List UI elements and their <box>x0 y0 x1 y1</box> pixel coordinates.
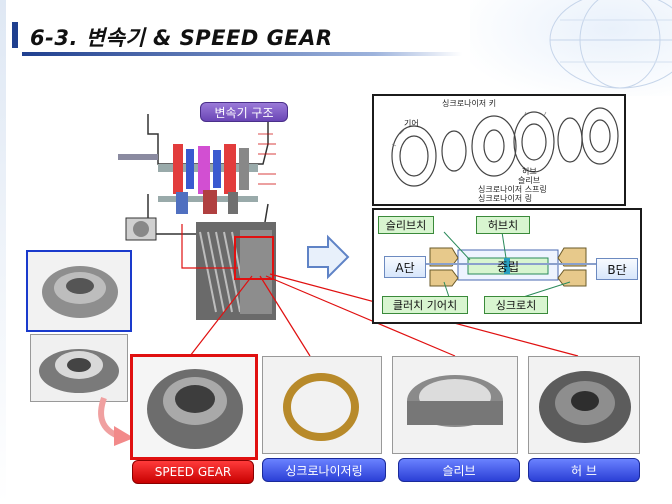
label-neutral: 중립 <box>496 259 520 274</box>
label-synchro-tooth: 싱크로치 <box>484 296 548 314</box>
hub-photo <box>528 356 640 454</box>
synchro-ring-label: 싱크로나이저링 <box>262 458 386 482</box>
label-hub: 허브 <box>522 167 537 176</box>
label-synchro-spring: 싱크로나이저 스프링 <box>478 185 547 194</box>
title-underline <box>22 52 462 56</box>
synchronizer-exploded-panel: 싱크로나이저 키 기어 허브 슬리브 싱크로나이저 스프링 싱크로나이저 링 <box>372 94 626 206</box>
synchronizer-schematic-drawing <box>410 231 604 301</box>
synchronizer-exploded-drawing <box>391 107 619 187</box>
hub-sleeve-photo <box>42 266 118 318</box>
label-gear: 기어 <box>404 119 419 128</box>
synchro-ring-photo <box>262 356 382 454</box>
label-sleeve: 슬리브 <box>518 176 541 185</box>
transmission-diagram <box>118 114 276 241</box>
page-title: 6-3. 변속기 & SPEED GEAR <box>30 26 333 50</box>
label-sleeve-tooth: 슬리브치 <box>378 216 434 234</box>
label-hub-tooth: 허브치 <box>476 216 530 234</box>
sleeve-photo <box>392 356 518 454</box>
gear-highlight-box <box>234 236 274 280</box>
speed-gear-label: SPEED GEAR <box>132 460 254 484</box>
right-arrow-icon <box>307 234 350 280</box>
synchronizer-schematic-panel: 슬리브치 허브치 A단 중립 B단 클러치 기어치 싱크로치 <box>372 208 642 324</box>
globe-decoration <box>470 0 672 96</box>
title-accent-bar <box>12 22 18 48</box>
left-decor-strip <box>0 0 6 504</box>
label-a-gear: A단 <box>384 256 426 278</box>
hub-label: 허 브 <box>528 458 640 482</box>
speed-gear-photo <box>147 369 243 449</box>
gear-assembly-photo <box>30 334 128 402</box>
sleeve-label: 슬리브 <box>398 458 520 482</box>
label-clutch-gear-tooth: 클러치 기어치 <box>382 296 468 314</box>
transmission-structure-badge: 변속기 구조 <box>200 102 288 122</box>
curved-arrow-icon <box>98 396 134 446</box>
hub-sleeve-photo-frame <box>26 250 132 332</box>
label-b-gear: B단 <box>596 258 638 280</box>
speed-gear-photo-frame <box>130 354 258 460</box>
label-synchro-key: 싱크로나이저 키 <box>442 99 497 108</box>
label-synchro-ring: 싱크로나이저 링 <box>478 194 533 203</box>
